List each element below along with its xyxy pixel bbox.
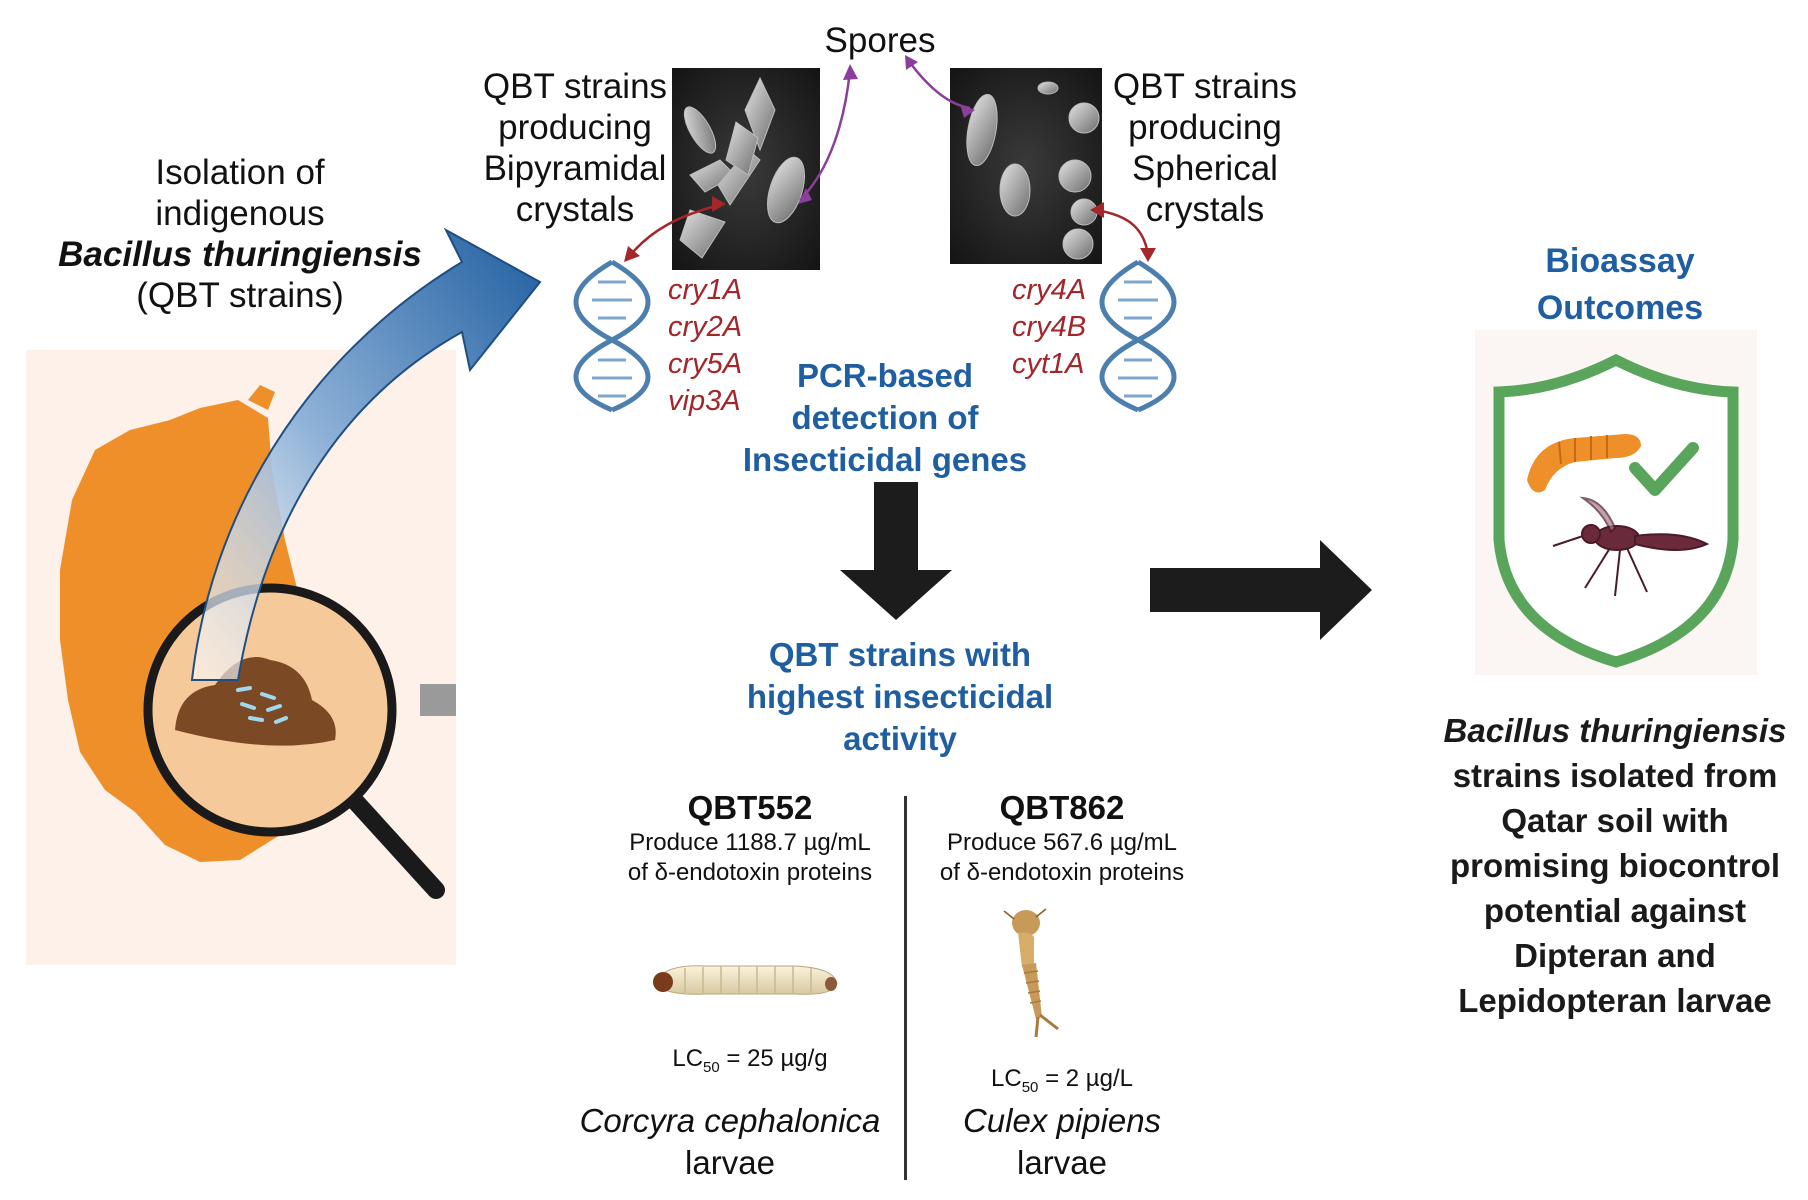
- map-scale-marker: [420, 684, 456, 716]
- strain-a-species-block: Corcyra cephalonica larvae: [560, 1100, 900, 1184]
- corcyra-larva-icon: [653, 965, 838, 995]
- strain-b-species-block: Culex pipiens larvae: [912, 1100, 1212, 1184]
- strain-b-block: QBT862 Produce 567.6 µg/mL of δ-endotoxi…: [912, 788, 1212, 888]
- mosquito-icon: [1552, 496, 1710, 597]
- bioassay-line2: Outcomes: [1536, 289, 1704, 327]
- gene-cry4B: cry4B: [1012, 311, 1087, 343]
- isolation-arrow: [190, 227, 542, 681]
- spherical-line2: producing: [1128, 108, 1282, 147]
- isolation-caption: Isolation of indigenous Bacillus thuring…: [40, 152, 440, 316]
- pcr-line3: Insecticidal genes: [742, 441, 1028, 478]
- shield-icon: [1493, 353, 1739, 668]
- spherical-line4: crystals: [1145, 190, 1265, 229]
- gene-cry5A: cry5A: [668, 348, 743, 380]
- strain-b-lc-prefix: LC: [991, 1065, 1022, 1092]
- strain-b-produce-line2: of δ-endotoxin proteins: [939, 859, 1185, 886]
- spherical-caption: QBT strains producing Spherical crystals: [1100, 66, 1310, 230]
- gene-cry2A: cry2A: [668, 311, 743, 343]
- bipyramidal-gene-list: cry1A cry2A cry5A vip3A: [668, 272, 788, 420]
- strain-divider: [904, 796, 907, 1180]
- gene-cry1A: cry1A: [668, 274, 743, 306]
- gene-cyt1A: cyt1A: [1012, 348, 1085, 380]
- strain-a-lc50: LC50 = 25 µg/g: [600, 1044, 900, 1083]
- conclusion-line3: Qatar soil with: [1501, 802, 1729, 839]
- conclusion-line2: strains isolated from: [1452, 757, 1778, 794]
- bipyramidal-line3: Bipyramidal: [483, 149, 667, 188]
- spherical-gene-list: cry4A cry4B cyt1A: [1012, 272, 1132, 383]
- dna-icon-right: [1099, 259, 1177, 413]
- highest-line3: activity: [843, 720, 957, 757]
- strain-a-lc-sub: 50: [703, 1058, 720, 1076]
- pcr-caption: PCR-based detection of Insecticidal gene…: [700, 355, 1070, 481]
- bipyramidal-line2: producing: [498, 108, 652, 147]
- strain-b-produce-line1: Produce 567.6 µg/mL: [947, 829, 1177, 856]
- lepidopteran-larva-icon: [1527, 434, 1641, 493]
- conclusion-block: Bacillus thuringiensis strains isolated …: [1425, 708, 1805, 1023]
- spores-label: Spores: [824, 21, 936, 60]
- strain-a-produce-line1: Produce 1188.7 µg/mL: [629, 829, 871, 856]
- strain-a-produce-line2: of δ-endotoxin proteins: [627, 859, 873, 886]
- conclusion-line1: Bacillus thuringiensis: [1443, 712, 1787, 749]
- strain-a-species: Corcyra cephalonica: [579, 1102, 881, 1139]
- isolation-line2: indigenous: [155, 194, 325, 233]
- bipyramidal-caption: QBT strains producing Bipyramidal crysta…: [470, 66, 680, 230]
- strain-b-species: Culex pipiens: [962, 1102, 1162, 1139]
- strain-b-lc-value: = 2 µg/L: [1038, 1065, 1133, 1092]
- conclusion-line4: promising biocontrol: [1450, 847, 1780, 884]
- bioassay-caption: Bioassay Outcomes: [1480, 238, 1760, 332]
- pcr-line2: detection of: [791, 399, 979, 436]
- check-icon: [1629, 442, 1699, 496]
- highest-line1: QBT strains with: [768, 636, 1032, 673]
- pcr-line1: PCR-based: [796, 357, 974, 394]
- strain-a-stage: larvae: [685, 1144, 775, 1181]
- spherical-line3: Spherical: [1132, 149, 1278, 188]
- strain-a-name: QBT552: [687, 789, 813, 826]
- strain-a-block: QBT552 Produce 1188.7 µg/mL of δ-endotox…: [600, 788, 900, 888]
- strain-b-name: QBT862: [999, 789, 1125, 826]
- conclusion-line5: potential against: [1483, 892, 1747, 929]
- spherical-line1: QBT strains: [1112, 67, 1298, 106]
- magnifier-handle: [336, 781, 445, 899]
- bipyramidal-line4: crystals: [515, 190, 635, 229]
- soil-sample-icon: [175, 657, 336, 746]
- strain-a-lc-prefix: LC: [672, 1045, 704, 1072]
- highest-line2: highest insecticidal: [746, 678, 1054, 715]
- gene-cry4A: cry4A: [1012, 274, 1087, 306]
- down-arrow: [840, 482, 952, 620]
- bipyramidal-line1: QBT strains: [482, 67, 668, 106]
- bioassay-line1: Bioassay: [1545, 242, 1695, 280]
- conclusion-line6: Dipteran and: [1514, 937, 1716, 974]
- isolation-line3: Bacillus thuringiensis: [58, 235, 422, 274]
- strain-a-lc-value: = 25 µg/g: [719, 1045, 828, 1072]
- dna-icon-left: [573, 259, 651, 413]
- culex-larva-icon: [1003, 908, 1059, 1038]
- isolation-line4: (QBT strains): [136, 276, 344, 315]
- isolation-line1: Isolation of: [155, 153, 325, 192]
- strain-b-lc-sub: 50: [1021, 1078, 1039, 1096]
- conclusion-line7: Lepidopteran larvae: [1458, 982, 1772, 1019]
- right-arrow: [1150, 540, 1372, 640]
- strain-b-lc50: LC50 = 2 µg/L: [912, 1064, 1212, 1103]
- strain-b-stage: larvae: [1017, 1144, 1107, 1181]
- gene-vip3A: vip3A: [668, 385, 741, 417]
- highest-activity-caption: QBT strains with highest insecticidal ac…: [700, 634, 1100, 760]
